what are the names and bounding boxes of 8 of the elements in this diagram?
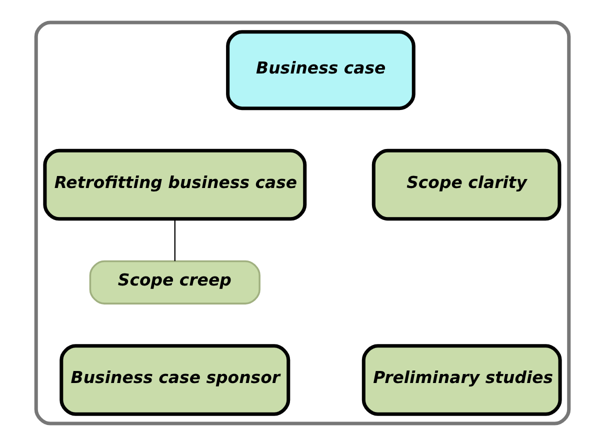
node-box: Scope creep xyxy=(89,260,260,304)
cluster xyxy=(34,20,571,426)
node-box: Preliminary studies xyxy=(362,344,562,416)
node-box: Business case sponsor xyxy=(60,344,290,416)
node-box: Business case xyxy=(226,30,416,110)
node-box: Scope clarity xyxy=(372,148,562,221)
node-box: Retrofitting business case xyxy=(43,148,307,221)
connector xyxy=(174,219,176,262)
